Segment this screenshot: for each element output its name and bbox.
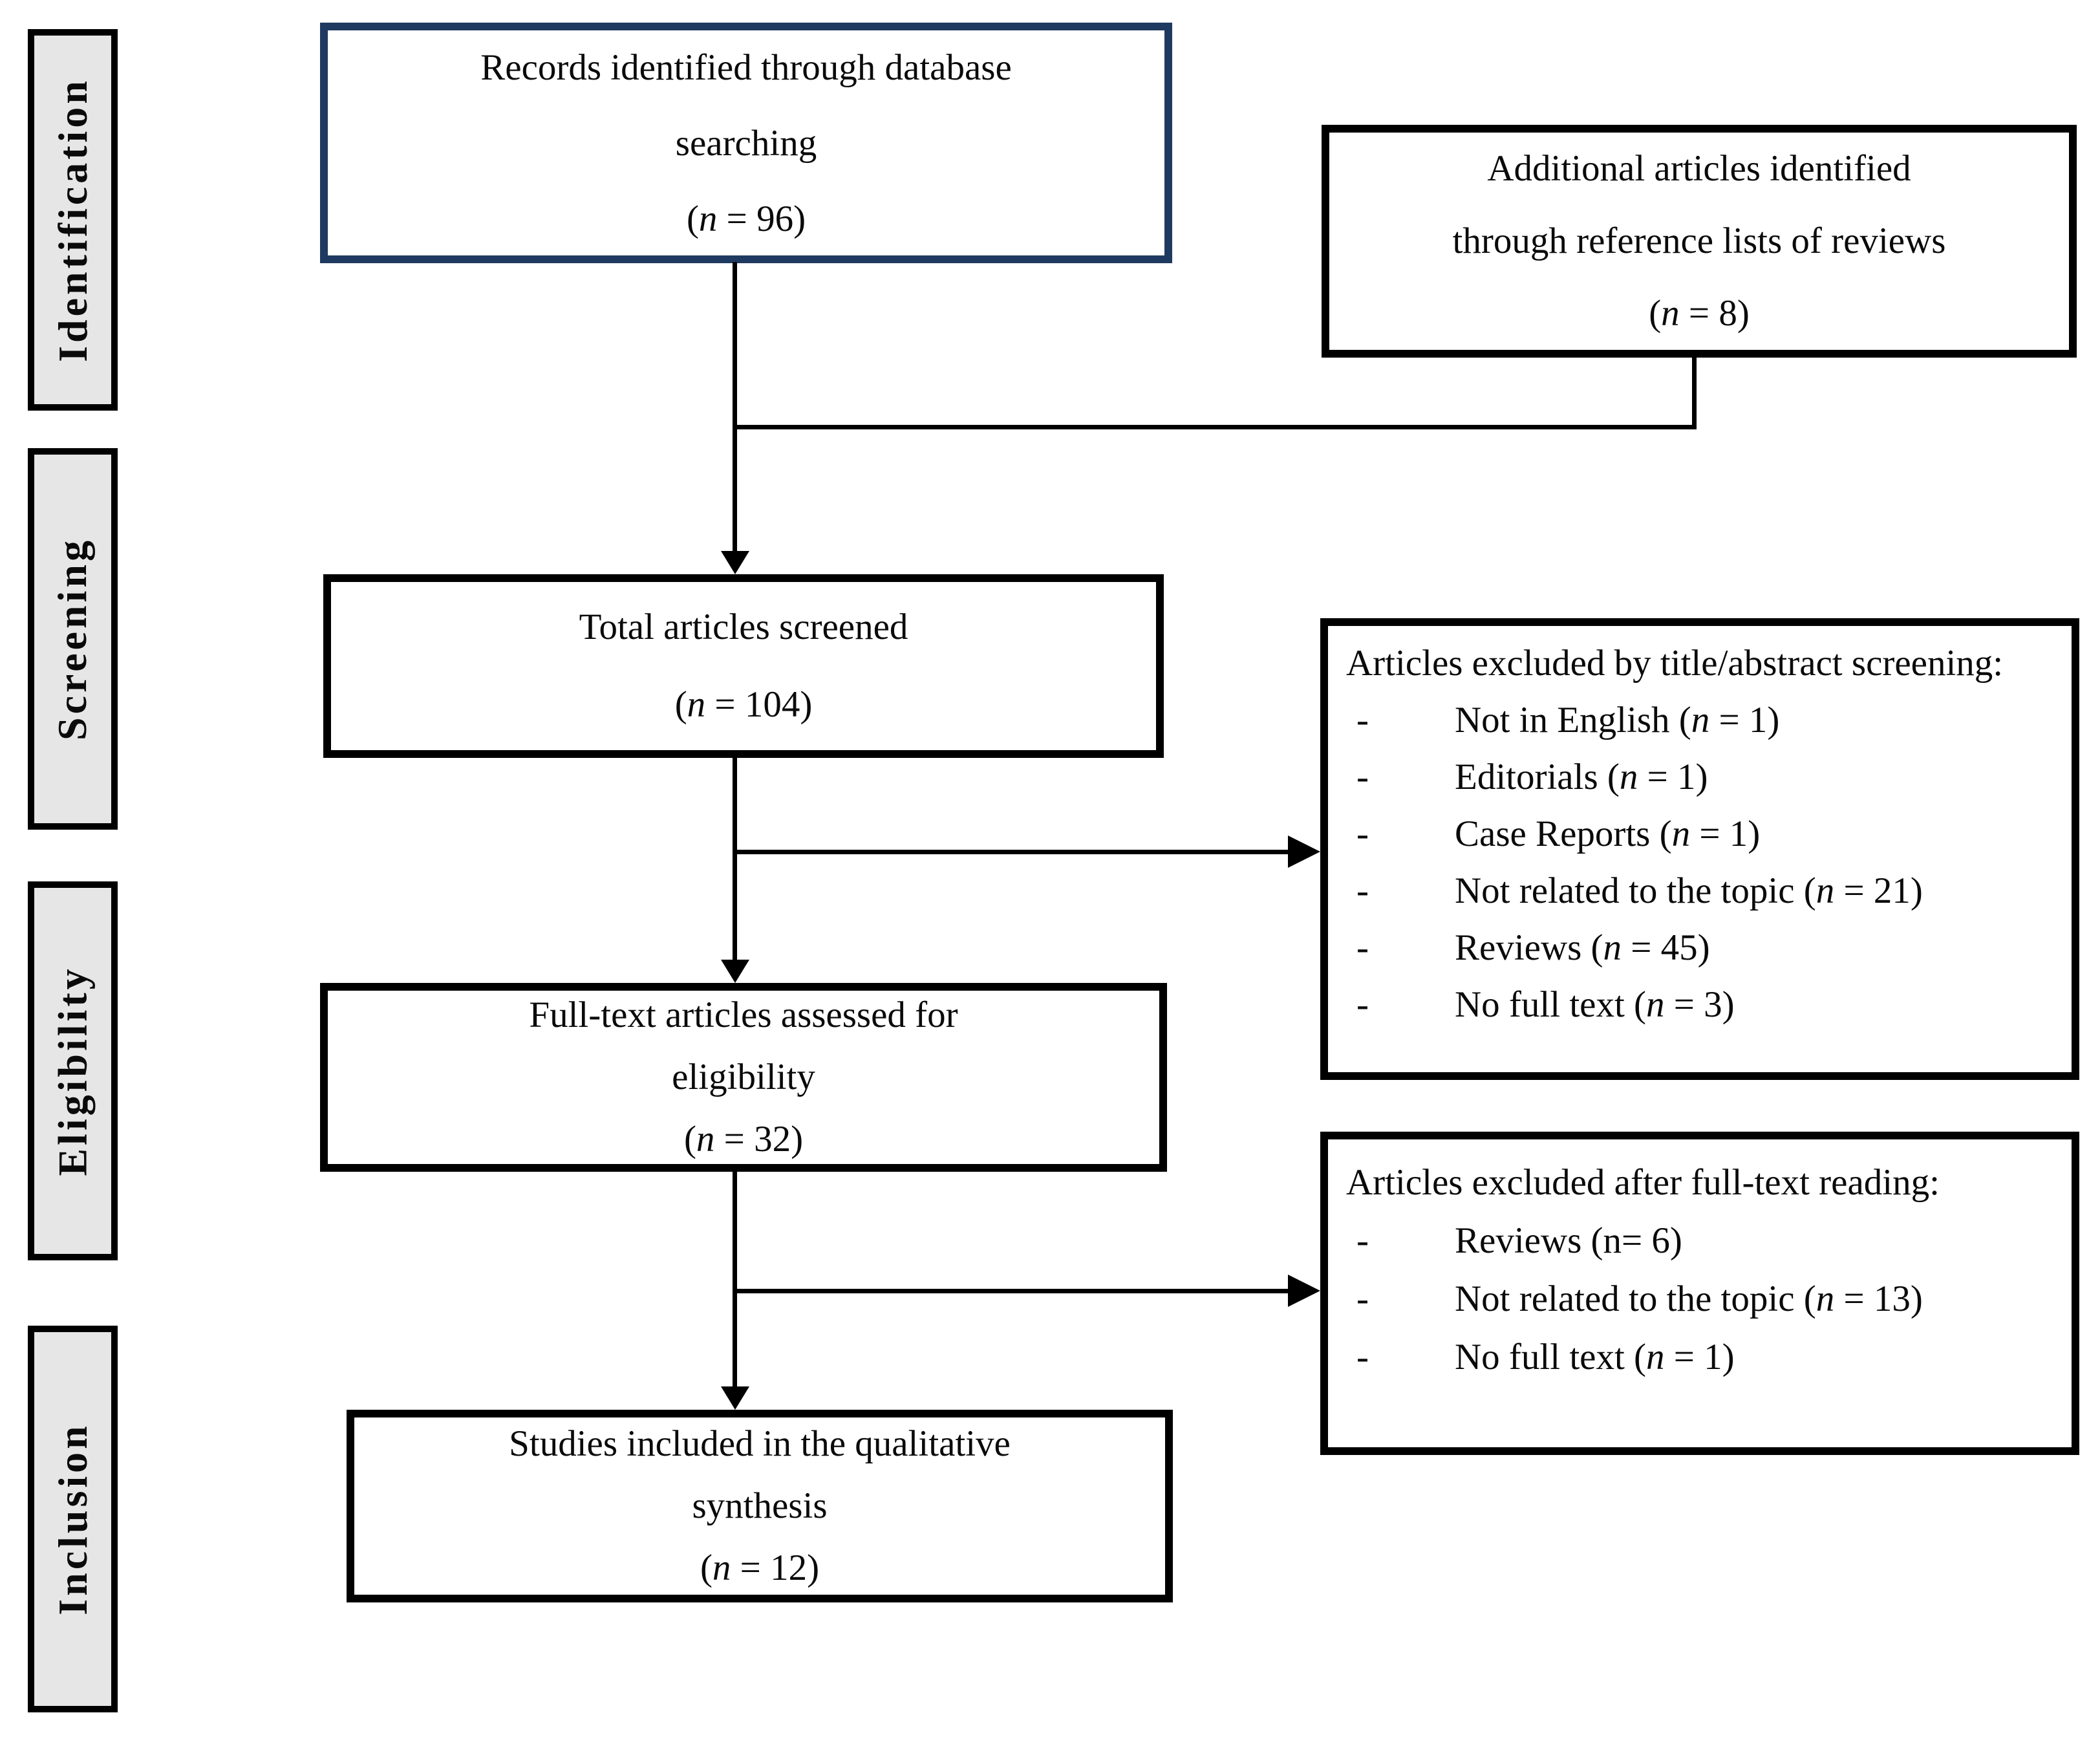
- exclusion-item-text: Case Reports (n = 1): [1455, 814, 1761, 854]
- stage-label-screening: Screening: [49, 537, 96, 741]
- exclusion-item: - Editorials (n = 1): [1346, 749, 2053, 806]
- records-identified-box: Records identified through database sear…: [320, 23, 1172, 263]
- stage-box-screening: Screening: [28, 448, 118, 830]
- fulltext-assessed-line1: Full-text articles assessed for: [529, 995, 958, 1035]
- fulltext-assessed-box: Full-text articles assessed for eligibil…: [320, 983, 1167, 1172]
- exclusion-item-text: No full text (n = 3): [1455, 984, 1735, 1025]
- studies-included-line1: Studies included in the qualitative: [509, 1423, 1011, 1464]
- bullet-dash: -: [1356, 757, 1369, 797]
- exclusion-item: - Case Reports (n = 1): [1346, 806, 2053, 863]
- stage-label-eligibility: Eligibility: [49, 965, 96, 1176]
- exclusion-item: - No full text (n = 1): [1346, 1328, 2053, 1386]
- exclusion-item-text: Not related to the topic (n = 21): [1455, 870, 1923, 911]
- connector-branch-fulltext-exclusion: [735, 1289, 1289, 1293]
- total-screened-n: (n = 104): [674, 684, 813, 725]
- connector-additional-drop: [1692, 356, 1697, 429]
- exclusion-item-text: No full text (n = 1): [1455, 1337, 1735, 1377]
- connector-branch-title-abstract-exclusion: [735, 850, 1289, 854]
- bullet-dash: -: [1356, 984, 1369, 1025]
- excluded-title-abstract-list: - Not in English (n = 1) - Editorials (n = …: [1346, 692, 2053, 1033]
- connector-fulltext-to-included: [733, 1172, 737, 1388]
- total-screened-line1: Total articles screened: [579, 607, 908, 647]
- studies-included-line2: synthesis: [692, 1485, 828, 1526]
- records-identified-line2: searching: [675, 122, 817, 164]
- bullet-dash: -: [1356, 870, 1369, 911]
- stage-box-inclusion: Inclusion: [28, 1326, 118, 1712]
- additional-articles-n: (n = 8): [1649, 293, 1750, 334]
- arrowhead-into-fulltext-exclusion: [1288, 1275, 1320, 1307]
- fulltext-assessed-n: (n = 32): [683, 1119, 804, 1159]
- connector-additional-merge: [733, 425, 1697, 429]
- exclusion-item: - Not related to the topic (n = 13): [1346, 1270, 2053, 1328]
- studies-included-box: Studies included in the qualitative synt…: [347, 1410, 1173, 1602]
- exclusion-item: - Not related to the topic (n = 21): [1346, 863, 2053, 920]
- bullet-dash: -: [1356, 814, 1369, 854]
- connector-records-to-screened: [733, 262, 737, 552]
- studies-included-n: (n = 12): [700, 1547, 820, 1588]
- exclusion-item: - No full text (n = 3): [1346, 976, 2053, 1033]
- bullet-dash: -: [1356, 1278, 1369, 1319]
- records-identified-n: (n = 96): [686, 198, 806, 239]
- arrowhead-into-screened: [721, 551, 749, 574]
- additional-articles-line2: through reference lists of reviews: [1452, 221, 1946, 261]
- exclusion-item-text: Editorials (n = 1): [1455, 757, 1708, 797]
- excluded-title-abstract-heading: Articles excluded by title/abstract scre…: [1346, 643, 2004, 684]
- exclusion-item-text: Not related to the topic (n = 13): [1455, 1278, 1923, 1319]
- stage-box-eligibility: Eligibility: [28, 881, 118, 1260]
- bullet-dash: -: [1356, 927, 1369, 968]
- excluded-fulltext-box: Articles excluded after full-text readin…: [1320, 1132, 2079, 1455]
- exclusion-item: - Not in English (n = 1): [1346, 692, 2053, 749]
- bullet-dash: -: [1356, 700, 1369, 740]
- exclusion-item: - Reviews (n= 6): [1346, 1212, 2053, 1270]
- bullet-dash: -: [1356, 1220, 1369, 1261]
- additional-articles-line1: Additional articles identified: [1487, 148, 1911, 189]
- exclusion-item-text: Reviews (n = 45): [1455, 927, 1710, 968]
- exclusion-item: - Reviews (n = 45): [1346, 920, 2053, 976]
- stage-label-identification: Identification: [49, 78, 96, 362]
- excluded-title-abstract-box: Articles excluded by title/abstract scre…: [1320, 618, 2079, 1080]
- stage-label-inclusion: Inclusion: [49, 1423, 96, 1615]
- bullet-dash: -: [1356, 1337, 1369, 1377]
- records-identified-line1: Records identified through database: [480, 47, 1012, 88]
- exclusion-item-text: Reviews (n= 6): [1455, 1220, 1682, 1261]
- excluded-fulltext-heading: Articles excluded after full-text readin…: [1346, 1162, 1940, 1203]
- exclusion-item-text: Not in English (n = 1): [1455, 700, 1780, 740]
- excluded-fulltext-list: - Reviews (n= 6) - Not related to the topic…: [1346, 1212, 2053, 1386]
- connector-screened-to-fulltext: [733, 758, 737, 961]
- arrowhead-into-included: [721, 1386, 749, 1410]
- arrowhead-into-title-abstract-exclusion: [1288, 835, 1320, 868]
- additional-articles-box: Additional articles identified through r…: [1322, 125, 2077, 358]
- fulltext-assessed-line2: eligibility: [672, 1057, 815, 1097]
- total-screened-box: Total articles screened (n = 104): [323, 574, 1164, 758]
- arrowhead-into-fulltext: [721, 960, 749, 983]
- stage-box-identification: Identification: [28, 29, 118, 411]
